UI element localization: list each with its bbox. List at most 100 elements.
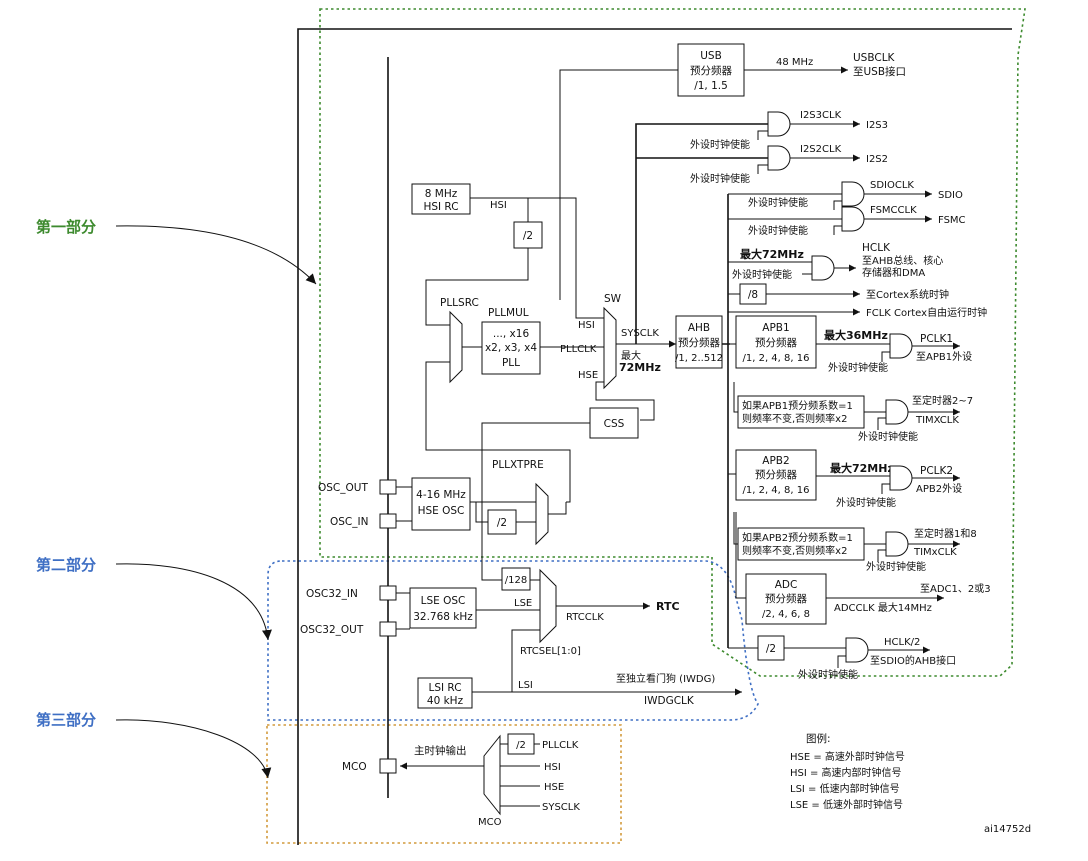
usbclk-label: USBCLK bbox=[853, 52, 896, 64]
hsi-rc-label: HSI RC bbox=[423, 201, 458, 213]
tim18-label: 至定时器1和8 bbox=[914, 527, 977, 540]
sw-hsi-label: HSI bbox=[578, 320, 595, 331]
hsi-div2-label: /2 bbox=[523, 230, 533, 242]
sdio-gate bbox=[841, 181, 865, 207]
side-label-part2: 第二部分 bbox=[36, 556, 96, 574]
part1-outline bbox=[319, 8, 1026, 677]
diagram-frame bbox=[297, 28, 1012, 845]
sdio-ahb-gate bbox=[845, 637, 869, 663]
tim27-gate bbox=[885, 399, 909, 425]
sw-label: SW bbox=[604, 293, 622, 305]
apb2-prescaler-values: /1, 2, 4, 8, 16 bbox=[743, 485, 810, 496]
hsi-div2-to-pllsrc-wire bbox=[425, 248, 529, 326]
lse-label: LSE bbox=[514, 598, 532, 609]
part3-pointer-arrow bbox=[115, 719, 272, 779]
hse-div2-label: /2 bbox=[497, 517, 507, 529]
sysclk-i2s-bus bbox=[635, 123, 768, 344]
mco-output-label: 主时钟输出 bbox=[414, 744, 467, 757]
hse-to-div2-wire bbox=[475, 502, 488, 523]
hsi-wire bbox=[470, 197, 604, 319]
legend-item-hsi: HSI = 高速内部时钟信号 bbox=[790, 766, 902, 779]
pllsrc-label: PLLSRC bbox=[440, 297, 479, 309]
pllclk-label: PLLCLK bbox=[560, 344, 597, 355]
pclk1-max-label: 最大36MHz bbox=[824, 328, 888, 342]
hclk-destination-1: 至AHB总线、核心 bbox=[862, 254, 943, 267]
pll-multiplier-2: x2, x3, x4 bbox=[485, 342, 537, 354]
usb-freq-label: 48 MHz bbox=[776, 57, 813, 68]
adc-prescaler-title: ADC bbox=[775, 579, 798, 591]
side-label-part3: 第三部分 bbox=[36, 711, 96, 729]
lse-osc-block bbox=[409, 587, 477, 629]
mco-pllclk-label: PLLCLK bbox=[542, 740, 579, 751]
pclk2-max-label: 最大72MHz bbox=[830, 461, 894, 475]
osc32-in-pin bbox=[379, 585, 397, 601]
hclk-destination-2: 存储器和DMA bbox=[862, 266, 925, 279]
pclk1-label: PCLK1 bbox=[920, 333, 953, 345]
tim27-note-line1: 如果APB1预分频系数=1 bbox=[742, 399, 853, 412]
hse-osc-freq: 4-16 MHz bbox=[416, 489, 466, 501]
hclk-gate bbox=[811, 255, 835, 281]
usb-prescaler-label: 预分频器 bbox=[690, 64, 732, 77]
tim18-enable-label: 外设时钟使能 bbox=[866, 560, 926, 573]
legend-title: 图例: bbox=[806, 732, 831, 745]
lsi-rc-block bbox=[417, 677, 473, 709]
part1-pointer-arrow bbox=[115, 225, 317, 285]
sdio-ahb-destination: 至SDIO的AHB接口 bbox=[870, 654, 956, 667]
pclk2-enable-label: 外设时钟使能 bbox=[836, 496, 896, 509]
sysclk-label: SYSCLK bbox=[621, 328, 659, 339]
mco-hsi-label: HSI bbox=[544, 762, 561, 773]
pclk1-enable-wire bbox=[881, 351, 890, 362]
osc32-in-label: OSC32_IN bbox=[306, 588, 358, 600]
tim18-gate bbox=[885, 531, 909, 557]
sw-mux bbox=[603, 306, 617, 390]
rtcclk-label: RTCCLK bbox=[566, 612, 604, 623]
i2s3-label: I2S3 bbox=[866, 120, 888, 131]
fsmc-gate bbox=[841, 206, 865, 232]
tim27-multiplier-note bbox=[737, 395, 865, 429]
hse-osc-block bbox=[411, 477, 471, 531]
apb2-prescaler-block bbox=[735, 449, 817, 501]
rtcsel-mux bbox=[539, 568, 557, 644]
pclk1-enable-label: 外设时钟使能 bbox=[828, 361, 888, 374]
hsi-wire-label: HSI bbox=[490, 200, 507, 211]
tim18-enable-wire bbox=[877, 549, 886, 562]
tim18-note-line1: 如果APB2预分频系数=1 bbox=[742, 531, 853, 544]
i2s2-gate bbox=[767, 145, 791, 171]
legend-item-lsi: LSI = 低速内部时钟信号 bbox=[790, 782, 900, 795]
sysclk-max-label-1: 最大 bbox=[621, 349, 641, 362]
osc-in-pin bbox=[379, 513, 397, 529]
apb1-prescaler-values: /1, 2, 4, 8, 16 bbox=[743, 353, 810, 364]
lsi-rc-freq: 40 kHz bbox=[427, 695, 464, 707]
sdio-enable-wire bbox=[833, 200, 842, 210]
pll-block bbox=[481, 321, 541, 375]
i2s2-enable-label: 外设时钟使能 bbox=[690, 172, 750, 185]
hsi-div2-block bbox=[513, 221, 543, 249]
figure-id: ai14752d bbox=[984, 824, 1031, 835]
i2s3-gate bbox=[767, 111, 791, 137]
pclk2-destination: APB2外设 bbox=[916, 483, 962, 495]
div128-label: /128 bbox=[505, 575, 527, 586]
i2s3-enable-label: 外设时钟使能 bbox=[690, 138, 750, 151]
fsmc-enable-label: 外设时钟使能 bbox=[748, 224, 808, 237]
pllsrc-mux bbox=[449, 310, 463, 384]
fsmcclk-label: FSMCCLK bbox=[870, 205, 917, 216]
ahb-prescaler-title: AHB bbox=[688, 322, 710, 334]
i2s3clk-label: I2S3CLK bbox=[800, 110, 842, 121]
pclk2-gate bbox=[889, 465, 913, 491]
part3-outline bbox=[266, 724, 622, 844]
usb-prescaler-values: /1, 1.5 bbox=[694, 80, 728, 92]
pllmul-label: PLLMUL bbox=[488, 307, 529, 319]
lse-osc-freq: 32.768 kHz bbox=[413, 611, 473, 623]
css-input-wire bbox=[481, 422, 590, 502]
cortex-clock-label: 至Cortex系统时钟 bbox=[866, 288, 949, 301]
usb-input-wire bbox=[559, 69, 678, 300]
tim18-multiplier-note bbox=[737, 527, 865, 561]
timxclk2-label: TIMxCLK bbox=[913, 547, 957, 558]
iwdgclk-label: IWDGCLK bbox=[644, 695, 695, 707]
iwdg-destination: 至独立看门狗 (IWDG) bbox=[616, 672, 715, 685]
adcclk-label: ADCCLK 最大14MHz bbox=[834, 601, 932, 614]
side-label-part1: 第一部分 bbox=[36, 218, 96, 236]
mco-pin bbox=[379, 758, 397, 774]
apb2-prescaler-label: 预分频器 bbox=[755, 468, 797, 481]
